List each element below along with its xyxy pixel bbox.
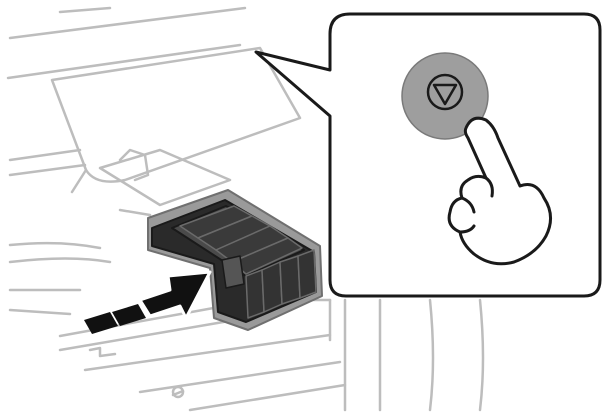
cartridge-front-4 (297, 249, 317, 299)
printer-side-line-1 (8, 148, 82, 162)
printer-front-slot-1 (58, 303, 232, 338)
printer-front-tray-3 (188, 383, 347, 412)
printer-front-notch (88, 346, 117, 358)
cartridge-side-tab (221, 255, 245, 289)
pointing-hand-icon (447, 116, 552, 266)
printer-side-line-6 (8, 308, 72, 316)
callout-bubble (254, 12, 602, 298)
cartridge-front-3 (279, 255, 301, 305)
printer-side-line-3 (8, 241, 102, 250)
hand-knuckle-3 (458, 224, 476, 234)
printer-open-lid-panel (50, 46, 302, 183)
printer-front-tray-2 (138, 360, 342, 394)
stop-triangle-in-circle-icon (426, 73, 464, 111)
printer-lock-stem (171, 389, 185, 397)
cartridge-front-1 (245, 269, 265, 319)
cartridge-front-2 (261, 261, 283, 313)
printer-right-side-5 (478, 298, 485, 412)
printer-carriage-clip (118, 148, 150, 182)
printer-front-slot-2 (58, 318, 237, 352)
printer-front-tray-1 (83, 333, 332, 372)
ink-cartridge-block (147, 189, 323, 331)
dashed-arrow-right-icon (84, 270, 212, 334)
printer-carriage-rail (118, 208, 152, 217)
printer-carriage-frame (98, 148, 232, 207)
arrow-dash-2 (112, 304, 146, 326)
printer-side-line-4 (8, 257, 112, 264)
printer-lid-top-line (8, 6, 247, 40)
stop-button-illustration (401, 52, 489, 140)
hand-knuckle-1 (484, 176, 494, 198)
stop-button-face (401, 52, 489, 140)
printer-right-side-4 (428, 298, 435, 412)
arrow-dash-1 (84, 312, 118, 334)
hand-knuckle-2 (460, 196, 476, 214)
printer-lid-hinge (70, 168, 88, 194)
printer-lid-inner-line (6, 43, 242, 80)
printer-lid-edge (58, 6, 112, 14)
arrow-shaft (138, 270, 212, 320)
printer-body (6, 6, 485, 412)
printer-side-line-2 (8, 163, 87, 177)
